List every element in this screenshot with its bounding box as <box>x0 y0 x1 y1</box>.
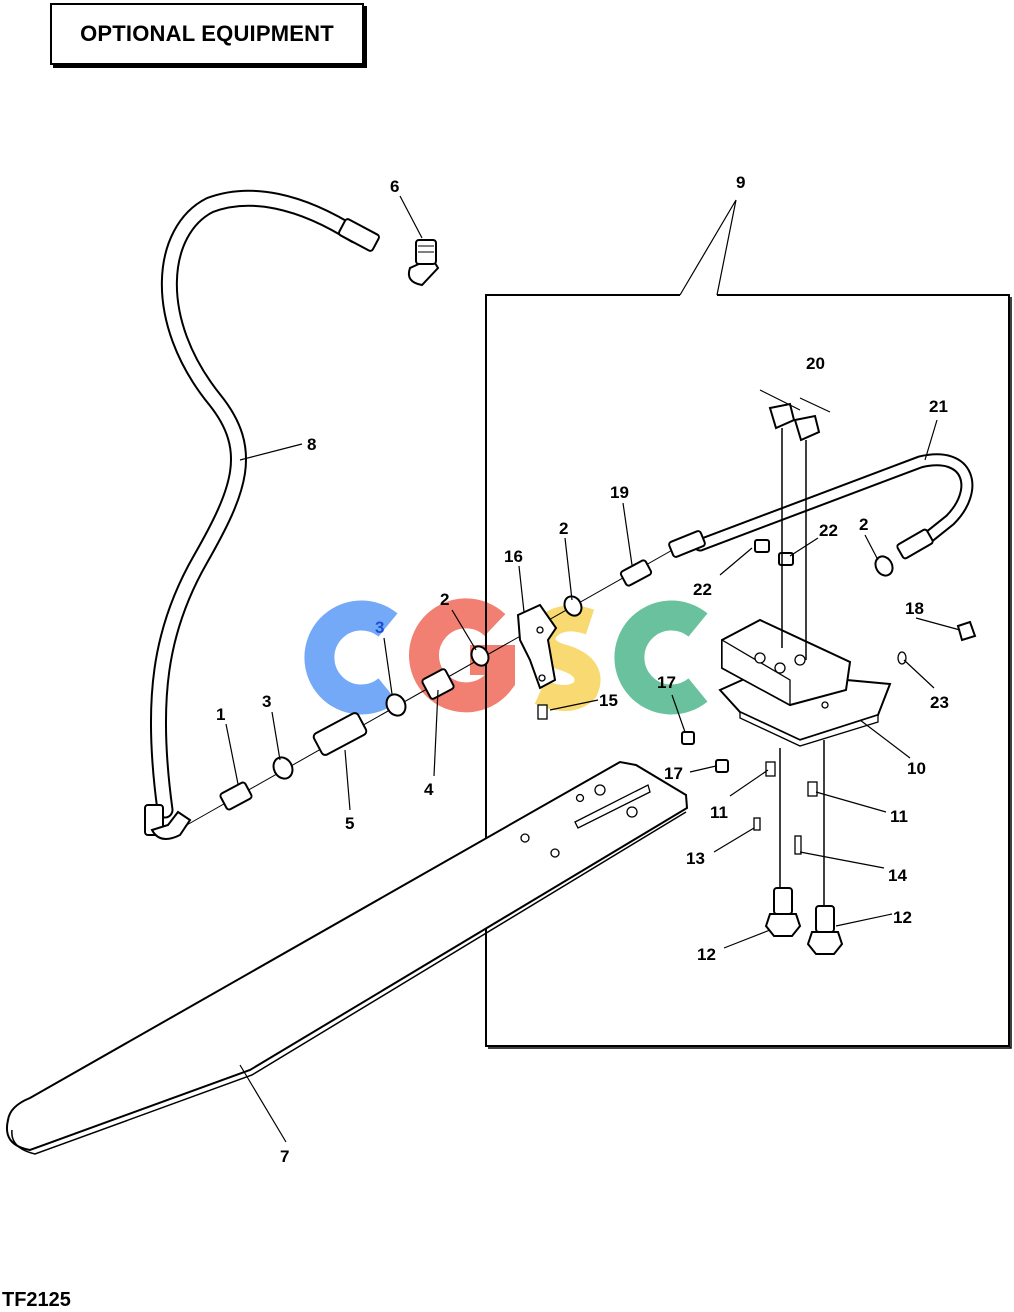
callout-2-right: 2 <box>859 515 868 534</box>
callout-2-middle: 2 <box>559 519 568 538</box>
callout-11-left: 11 <box>710 803 728 822</box>
kit-9-boundary <box>485 199 1012 1049</box>
callout-12-right: 12 <box>893 908 912 927</box>
callout-4: 4 <box>424 780 434 799</box>
mounting-bracket <box>516 603 558 720</box>
callout-7: 7 <box>280 1147 289 1166</box>
callout-10: 10 <box>907 759 926 778</box>
plugs <box>768 402 821 660</box>
callout-22-left: 22 <box>693 580 712 599</box>
callout-labels: 1 3 5 3 4 2 2 19 16 15 6 8 7 9 20 21 2 2… <box>216 173 949 1166</box>
callout-9: 9 <box>736 173 745 192</box>
hose <box>144 189 380 840</box>
bar-mount-plate <box>718 539 892 747</box>
callout-20: 20 <box>806 354 825 373</box>
callout-13: 13 <box>686 849 705 868</box>
section-title: OPTIONAL EQUIPMENT <box>80 21 334 46</box>
callout-19: 19 <box>610 483 629 502</box>
callout-16: 16 <box>504 547 523 566</box>
watermark-letter-g <box>409 598 515 713</box>
callout-21: 21 <box>929 397 948 416</box>
callout-6: 6 <box>390 177 399 196</box>
section-title-box: OPTIONAL EQUIPMENT <box>50 3 364 65</box>
oil-tube <box>668 453 974 577</box>
callout-12-left: 12 <box>697 945 716 964</box>
elbow-fitting <box>407 239 440 287</box>
leader-lines <box>225 195 961 1143</box>
callout-2-left: 2 <box>440 590 449 609</box>
watermark-letter-s <box>529 605 601 711</box>
callout-5: 5 <box>345 814 354 833</box>
small-fasteners <box>681 620 977 955</box>
callout-3-upper: 3 <box>375 618 384 637</box>
callout-17-upper: 17 <box>657 673 676 692</box>
watermark <box>304 598 708 715</box>
callout-14: 14 <box>888 866 907 885</box>
fitting-chain <box>184 539 691 827</box>
callout-18: 18 <box>905 599 924 618</box>
callout-15: 15 <box>599 691 618 710</box>
guide-bar <box>6 760 689 1155</box>
callout-3-lower: 3 <box>262 692 271 711</box>
callout-11-right: 11 <box>890 807 908 826</box>
callout-8: 8 <box>307 435 316 454</box>
callout-17-lower: 17 <box>664 764 683 783</box>
callout-22-right: 22 <box>819 521 838 540</box>
figure-id: TF2125 <box>2 1289 71 1311</box>
callout-23: 23 <box>930 693 949 712</box>
watermark-letter-c2 <box>614 600 708 715</box>
watermark-letter-c1 <box>304 600 398 715</box>
callout-1: 1 <box>216 705 225 724</box>
